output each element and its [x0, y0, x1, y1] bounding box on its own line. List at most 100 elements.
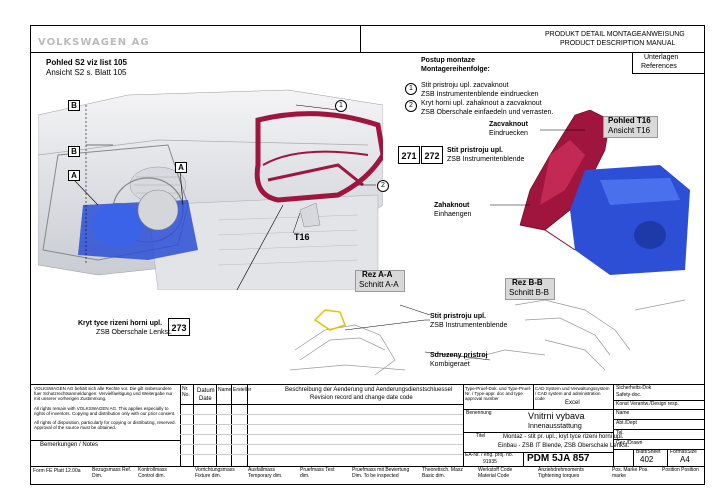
type-approval-label: Type-Pruef-Dok. und Type-Pruef-Nr. / Typ… [465, 386, 532, 402]
pohled-t16-cz: Pohled T16 [608, 116, 651, 125]
legend-fixture-dim: Vorrichtungsmass Fixture dim. [195, 467, 235, 479]
procedure-subtitle: Montagereihenfolge: [421, 66, 490, 73]
drawing-frame [30, 25, 705, 485]
zahaknout-cz: Zahaknout [434, 202, 470, 209]
name-line-1: Vnitrni vybava [528, 411, 585, 421]
col-ersteller: Ersteller [233, 387, 252, 393]
resp-dept: Abt./Dept [616, 420, 637, 426]
callout-273: 273 [168, 318, 190, 336]
legend-temporary-dim: Ausfallmass Temporary dim. [248, 467, 283, 479]
legend-basic-dim: Theoretisch. Masz Basic dim. [422, 467, 463, 479]
resp-drawn: Gez./Drawn [616, 440, 643, 446]
section-bb-de: Schnitt B-B [509, 288, 550, 297]
header-divider [30, 52, 705, 53]
sheet-label: Blatt/Sheet [636, 449, 661, 455]
safety-doc-en: Safety-doc. [616, 392, 642, 398]
legal-text-2: All rights remain with VOLKSWAGEN AG. Th… [34, 406, 176, 417]
procedure-step-1-number: 1 [405, 83, 417, 95]
form-number: Form FE Platt 12.00a [33, 468, 81, 474]
benennung-label: Benennung [466, 410, 492, 416]
label-272-de: ZSB Instrumentenblende [447, 156, 525, 163]
callout-272: 272 [421, 146, 443, 164]
section-stit-de: ZSB Instrumentenblende [430, 322, 508, 329]
zacvaknout-de: Eindruecken [489, 130, 528, 137]
col-date: Date [199, 396, 212, 402]
col-name: Name [218, 387, 232, 393]
zacvaknout-cz: Zacvaknout [489, 121, 528, 128]
title-line-2: Einbau - ZSB IT Blende, ZSB Oberschale L… [498, 443, 630, 449]
t16-view-illustration [490, 110, 690, 275]
callout-271: 271 [398, 146, 420, 164]
legal-text-3: All rights of disposition, particularly … [34, 420, 176, 431]
section-aa-de: Schnitt A-A [359, 280, 399, 289]
marker-b-lower: B [68, 146, 80, 157]
resp-tel: Tel. [616, 430, 624, 436]
legend-position: Position Position [662, 467, 699, 473]
references-box [632, 52, 705, 74]
marker-a-left: A [68, 170, 80, 181]
cad-label: CAD System und Verwaltungssystem / CAD s… [535, 386, 610, 402]
section-aa-box [355, 270, 405, 292]
title-block-top [30, 384, 705, 385]
left-view-subtitle: Ansicht S2 s. Blatt 105 [46, 68, 127, 77]
zahaknout-de: Einhaengen [434, 211, 472, 218]
ea-value: 91935 [483, 459, 497, 465]
section-bb-box [505, 278, 555, 300]
procedure-step-2-de: ZSB Oberschale einfaedeln und verrasten. [421, 109, 554, 116]
label-272-cz: Stit pristroju upl. [447, 147, 503, 154]
step-marker-1: 1 [335, 100, 347, 112]
pohled-t16-de: Ansicht T16 [608, 126, 651, 135]
label-273-de: ZSB Oberschale Lenkst. [96, 329, 172, 336]
part-number: PDM 5JA 857 [527, 453, 590, 464]
legend-control-dim: Kontrollmass Control dim. [138, 467, 167, 479]
cad-value: Excel [565, 400, 580, 406]
label-273-cz: Kryt tyce rizeni horni upl. [78, 320, 163, 327]
legend-pos-marke: Pos. Marke Pos. marke [612, 467, 649, 479]
section-views-illustration [289, 299, 686, 376]
revision-desc-en: Revision record and change date code [310, 395, 413, 401]
marker-b-top: B [68, 100, 80, 111]
procedure-step-1-cz: Stit pristroju upl. zacvaknout [421, 82, 509, 89]
col-nr: Nr. No. [182, 386, 190, 398]
notes-label: Bemerkungen / Notes [40, 442, 99, 448]
procedure-step-2-number: 2 [405, 100, 417, 112]
design-resp: Konst Verantw./Design resp. [616, 401, 679, 407]
titel-label: Titel [476, 433, 486, 439]
legend-inspected-dim: Pruefmass mit Bewertung Dim. To be inspe… [352, 467, 410, 479]
format-label: Format/Size [670, 449, 697, 455]
section-bb-cz: Rez B-B [512, 278, 543, 287]
marker-a-right: A [175, 162, 187, 173]
legend-material-code: Werkstoff Code Material Code [478, 467, 513, 479]
format-value: A4 [680, 455, 690, 464]
resp-name: Name [616, 410, 630, 416]
title-block-bottom [30, 466, 705, 467]
procedure-step-2-cz: Kryt horni upl. zahaknout a zacvaknout [421, 100, 542, 107]
section-sdruzeny-de: Kombigeraet [430, 361, 470, 368]
safety-doc-de: Sicherheits-Dok [616, 385, 652, 391]
title-line-1: Montaz - stit pr. upl., kryt tyce rizeni… [503, 434, 624, 440]
section-aa-cz: Rez A-A [362, 270, 393, 279]
section-sdruzeny-cz: Sdruzeny pristroj [430, 352, 488, 359]
step-marker-2: 2 [377, 180, 389, 192]
dashboard-illustration [38, 89, 383, 290]
section-stit-cz: Stit pristroju upl. [430, 313, 486, 320]
t16-label: T16 [294, 232, 310, 242]
name-line-2: Innenausstattung [528, 423, 582, 430]
revision-desc-de: Beschreibung der Aenderung und Aenderung… [285, 387, 453, 393]
col-datum: Datum [197, 388, 215, 394]
doc-title-1: PRODUKT DETAIL MONTAGEANWEISUNG [545, 31, 685, 38]
procedure-title: Postup montaze [421, 57, 476, 64]
legal-text-1: VOLKSWAGEN AG behält sich alle Rechte vo… [34, 386, 173, 402]
references-label-de: Unterlagen [644, 54, 679, 61]
references-label-en: References [641, 63, 677, 70]
legend-ref-dim: Bezugsmass Ref. Dim. [92, 467, 132, 479]
sheet-number: 402 [640, 455, 654, 464]
legend-test-dim: Pruefmass Test dim. [300, 467, 335, 479]
doc-title-2: PRODUCT DESCRIPTION MANUAL [560, 40, 676, 47]
left-view-title: Pohled S2 viz list 105 [46, 58, 127, 67]
pohled-t16-box [603, 116, 658, 138]
procedure-step-1-de: ZSB Instrumentenblende eindruecken [421, 91, 539, 98]
ea-label: EA-Nr. / eng. proj. no. [465, 452, 514, 458]
brand-logo: VOLKSWAGEN AG [38, 37, 150, 48]
legend-tightening-torques: Anziehdrehmoments Tightening torques [538, 467, 584, 479]
